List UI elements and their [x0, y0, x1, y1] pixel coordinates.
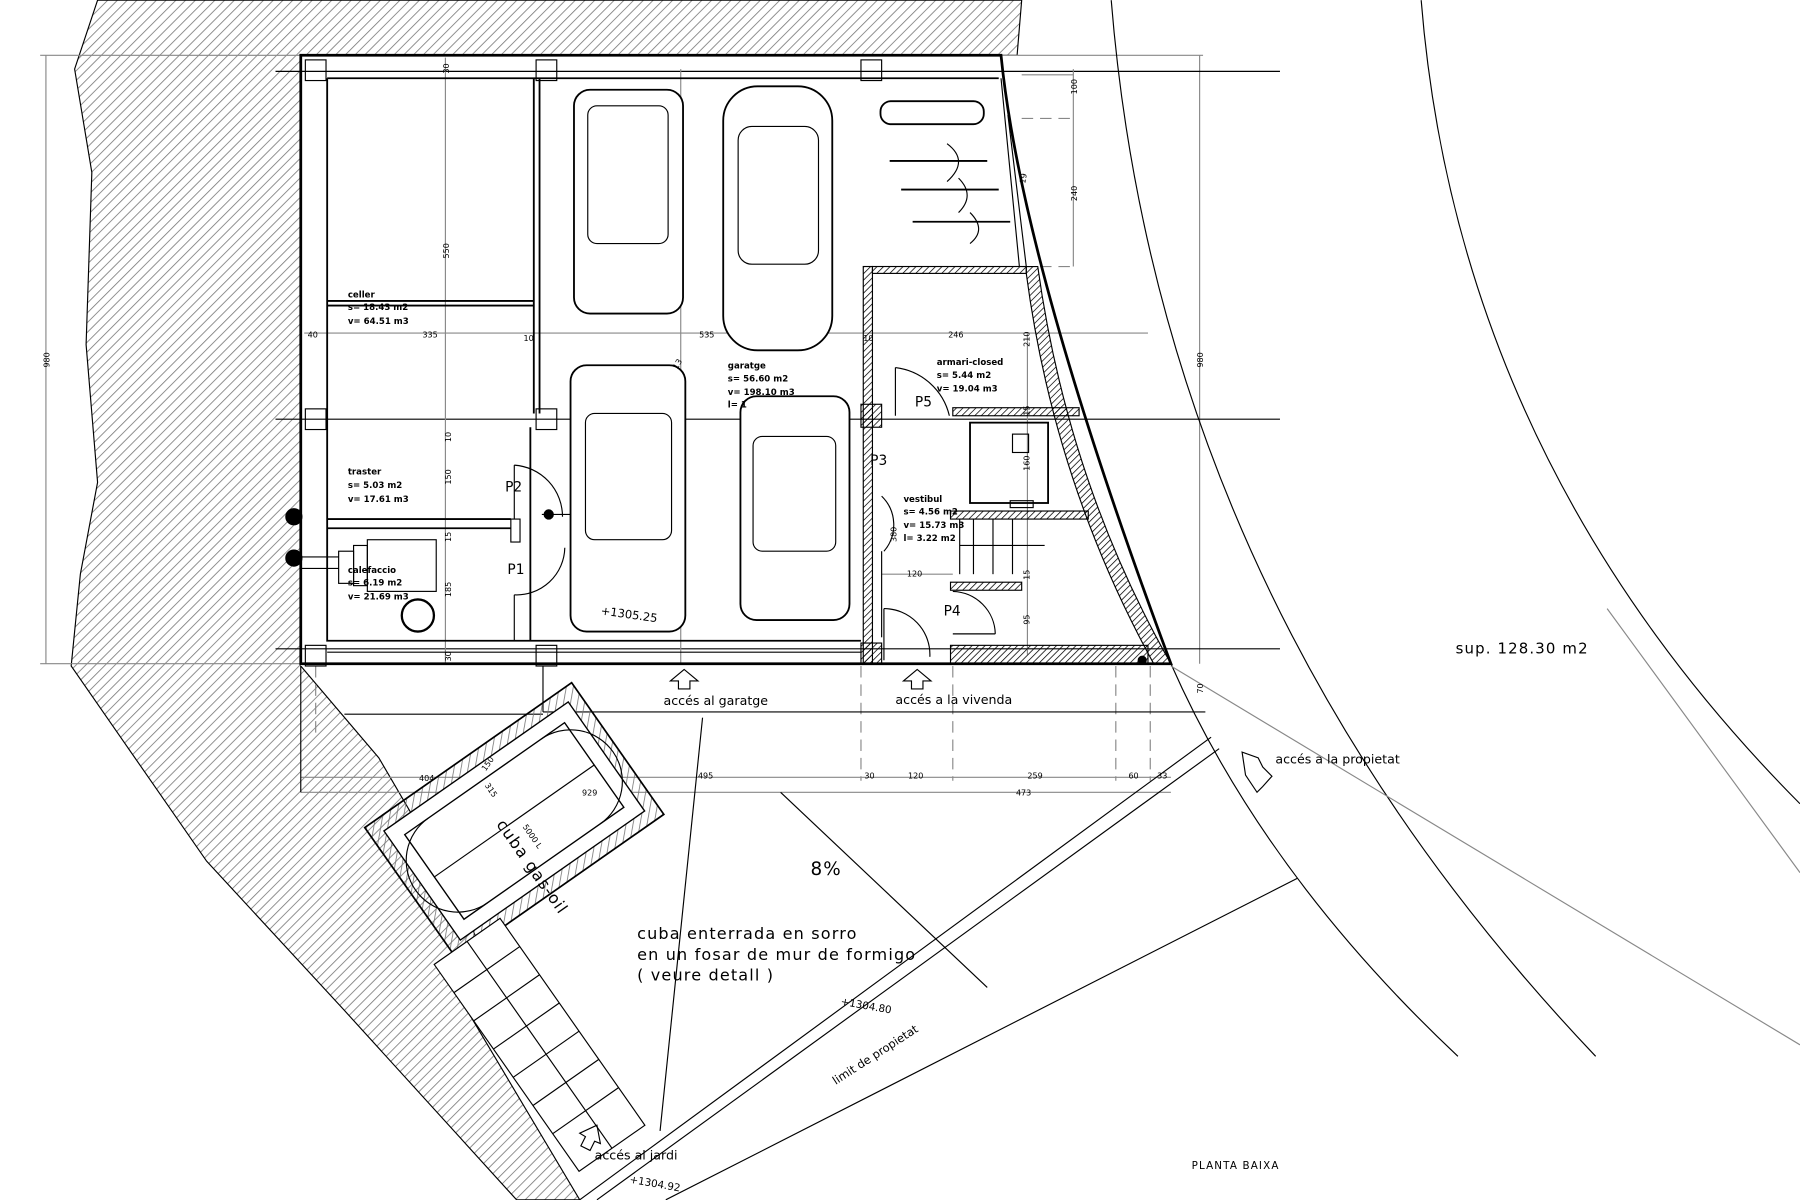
- structural-columns: [304, 59, 883, 667]
- svg-text:980: 980: [1196, 352, 1205, 367]
- svg-text:335: 335: [422, 331, 437, 340]
- svg-text:380: 380: [890, 527, 899, 542]
- svg-text:535: 535: [699, 331, 714, 340]
- svg-text:13: 13: [671, 357, 684, 370]
- svg-text:garatge: garatge: [728, 362, 766, 372]
- svg-text:v= 15.73 m3: v= 15.73 m3: [903, 521, 964, 531]
- boiler-equipment: [285, 508, 437, 633]
- door-label-p1: P1: [507, 562, 524, 578]
- car-3: [569, 364, 687, 633]
- slope-label: 8%: [810, 859, 841, 880]
- cars: [569, 85, 851, 633]
- door-label-p5: P5: [915, 395, 932, 411]
- site-curves: [1110, 0, 1800, 1057]
- dimension-labels: 30 550 40 335 10 535 10 246 210 100 240 …: [42, 63, 1205, 799]
- svg-text:185: 185: [444, 582, 453, 597]
- svg-text:celler: celler: [348, 291, 376, 301]
- svg-text:259: 259: [1027, 772, 1042, 781]
- svg-text:vestibul: vestibul: [903, 495, 942, 505]
- car-4: [739, 395, 851, 622]
- svg-text:l= 1: l= 1: [728, 401, 747, 411]
- surface-label: sup. 128.30 m2: [1456, 639, 1589, 657]
- svg-text:30: 30: [444, 651, 453, 661]
- svg-text:404: 404: [419, 774, 434, 783]
- svg-text:15: 15: [1023, 570, 1032, 580]
- svg-text:l= 3.22 m2: l= 3.22 m2: [903, 534, 955, 544]
- svg-text:s= 5.44 m2: s= 5.44 m2: [937, 371, 991, 381]
- svg-text:33: 33: [1157, 772, 1167, 781]
- motorcycle-and-bicycles: [879, 100, 1011, 245]
- arrow-up-right-icon: [578, 1124, 602, 1152]
- property-access-label: accés a la propietat: [1275, 752, 1399, 767]
- svg-text:95: 95: [1023, 614, 1032, 624]
- access-arrows: [578, 668, 1273, 1152]
- svg-text:v= 21.69 m3: v= 21.69 m3: [348, 592, 409, 602]
- svg-text:120: 120: [908, 772, 923, 781]
- svg-text:40: 40: [308, 331, 318, 340]
- svg-text:15: 15: [444, 532, 453, 542]
- house-access-label: accés a la vivenda: [895, 692, 1012, 707]
- svg-text:150: 150: [444, 469, 453, 484]
- car-1: [573, 88, 684, 315]
- level-road: +1304.80: [840, 996, 893, 1017]
- svg-text:160: 160: [1023, 456, 1032, 471]
- svg-text:495: 495: [698, 772, 713, 781]
- door-label-p2: P2: [505, 480, 522, 496]
- svg-text:s= 4.56 m2: s= 4.56 m2: [903, 507, 957, 517]
- svg-text:240: 240: [1070, 186, 1079, 201]
- site-lines: [579, 717, 1298, 1200]
- svg-text:v= 198.10 m3: v= 198.10 m3: [728, 388, 795, 398]
- exterior-stairs: [433, 917, 646, 1173]
- svg-text:v= 19.04 m3: v= 19.04 m3: [937, 385, 998, 395]
- svg-text:929: 929: [582, 789, 597, 798]
- svg-text:120: 120: [907, 569, 922, 578]
- svg-text:10: 10: [863, 334, 873, 343]
- svg-text:60: 60: [1128, 772, 1138, 781]
- tank-note-line-2: en un fosar de mur de formigo: [637, 945, 916, 964]
- svg-text:10: 10: [523, 334, 533, 343]
- svg-text:30: 30: [442, 63, 451, 73]
- property-limit-label: limit de propietat: [830, 1022, 921, 1088]
- svg-text:550: 550: [442, 243, 451, 258]
- svg-text:v= 64.51 m3: v= 64.51 m3: [348, 317, 409, 327]
- svg-text:calefaccio: calefaccio: [348, 566, 396, 576]
- arrow-up-icon: [668, 668, 700, 690]
- building-walls: [299, 53, 1173, 666]
- svg-text:30: 30: [864, 772, 874, 781]
- svg-text:19: 19: [1018, 173, 1029, 185]
- dimension-lines: [40, 54, 1280, 793]
- svg-text:traster: traster: [348, 467, 382, 477]
- svg-text:s= 6.19 m2: s= 6.19 m2: [348, 579, 402, 589]
- drawing-title: PLANTA BAIXA: [1192, 1160, 1280, 1172]
- level-garden: +1304.92: [629, 1174, 682, 1195]
- fuel-tank-pit: [363, 681, 666, 961]
- garage-access-label: accés al garatge: [664, 693, 769, 708]
- svg-text:10: 10: [444, 432, 453, 442]
- svg-text:100: 100: [1070, 79, 1079, 94]
- svg-text:980: 980: [42, 352, 51, 367]
- svg-text:armari-closed: armari-closed: [937, 358, 1004, 368]
- svg-text:s= 56.60 m2: s= 56.60 m2: [728, 374, 788, 384]
- door-label-p4: P4: [944, 603, 961, 619]
- arrow-up-icon: [901, 668, 933, 690]
- svg-text:15: 15: [1023, 406, 1032, 416]
- svg-text:s= 5.03 m2: s= 5.03 m2: [348, 481, 402, 491]
- svg-text:70: 70: [1196, 683, 1205, 693]
- tank-note-line-3: ( veure detall ): [637, 966, 774, 985]
- garden-access-label: accés al jardi: [595, 1148, 678, 1163]
- svg-text:473: 473: [1016, 789, 1031, 798]
- svg-text:210: 210: [1023, 332, 1032, 347]
- room-labels: celler s= 18.43 m2 v= 64.51 m3 traster s…: [348, 291, 1003, 603]
- svg-text:s= 18.43 m2: s= 18.43 m2: [348, 303, 408, 313]
- car-2: [722, 85, 834, 352]
- door-label-p3: P3: [870, 453, 887, 469]
- arrow-left-icon: [1241, 751, 1273, 794]
- tank-note-line-1: cuba enterrada en sorro: [637, 924, 857, 943]
- svg-text:v= 17.61 m3: v= 17.61 m3: [348, 495, 409, 505]
- svg-text:246: 246: [948, 331, 963, 340]
